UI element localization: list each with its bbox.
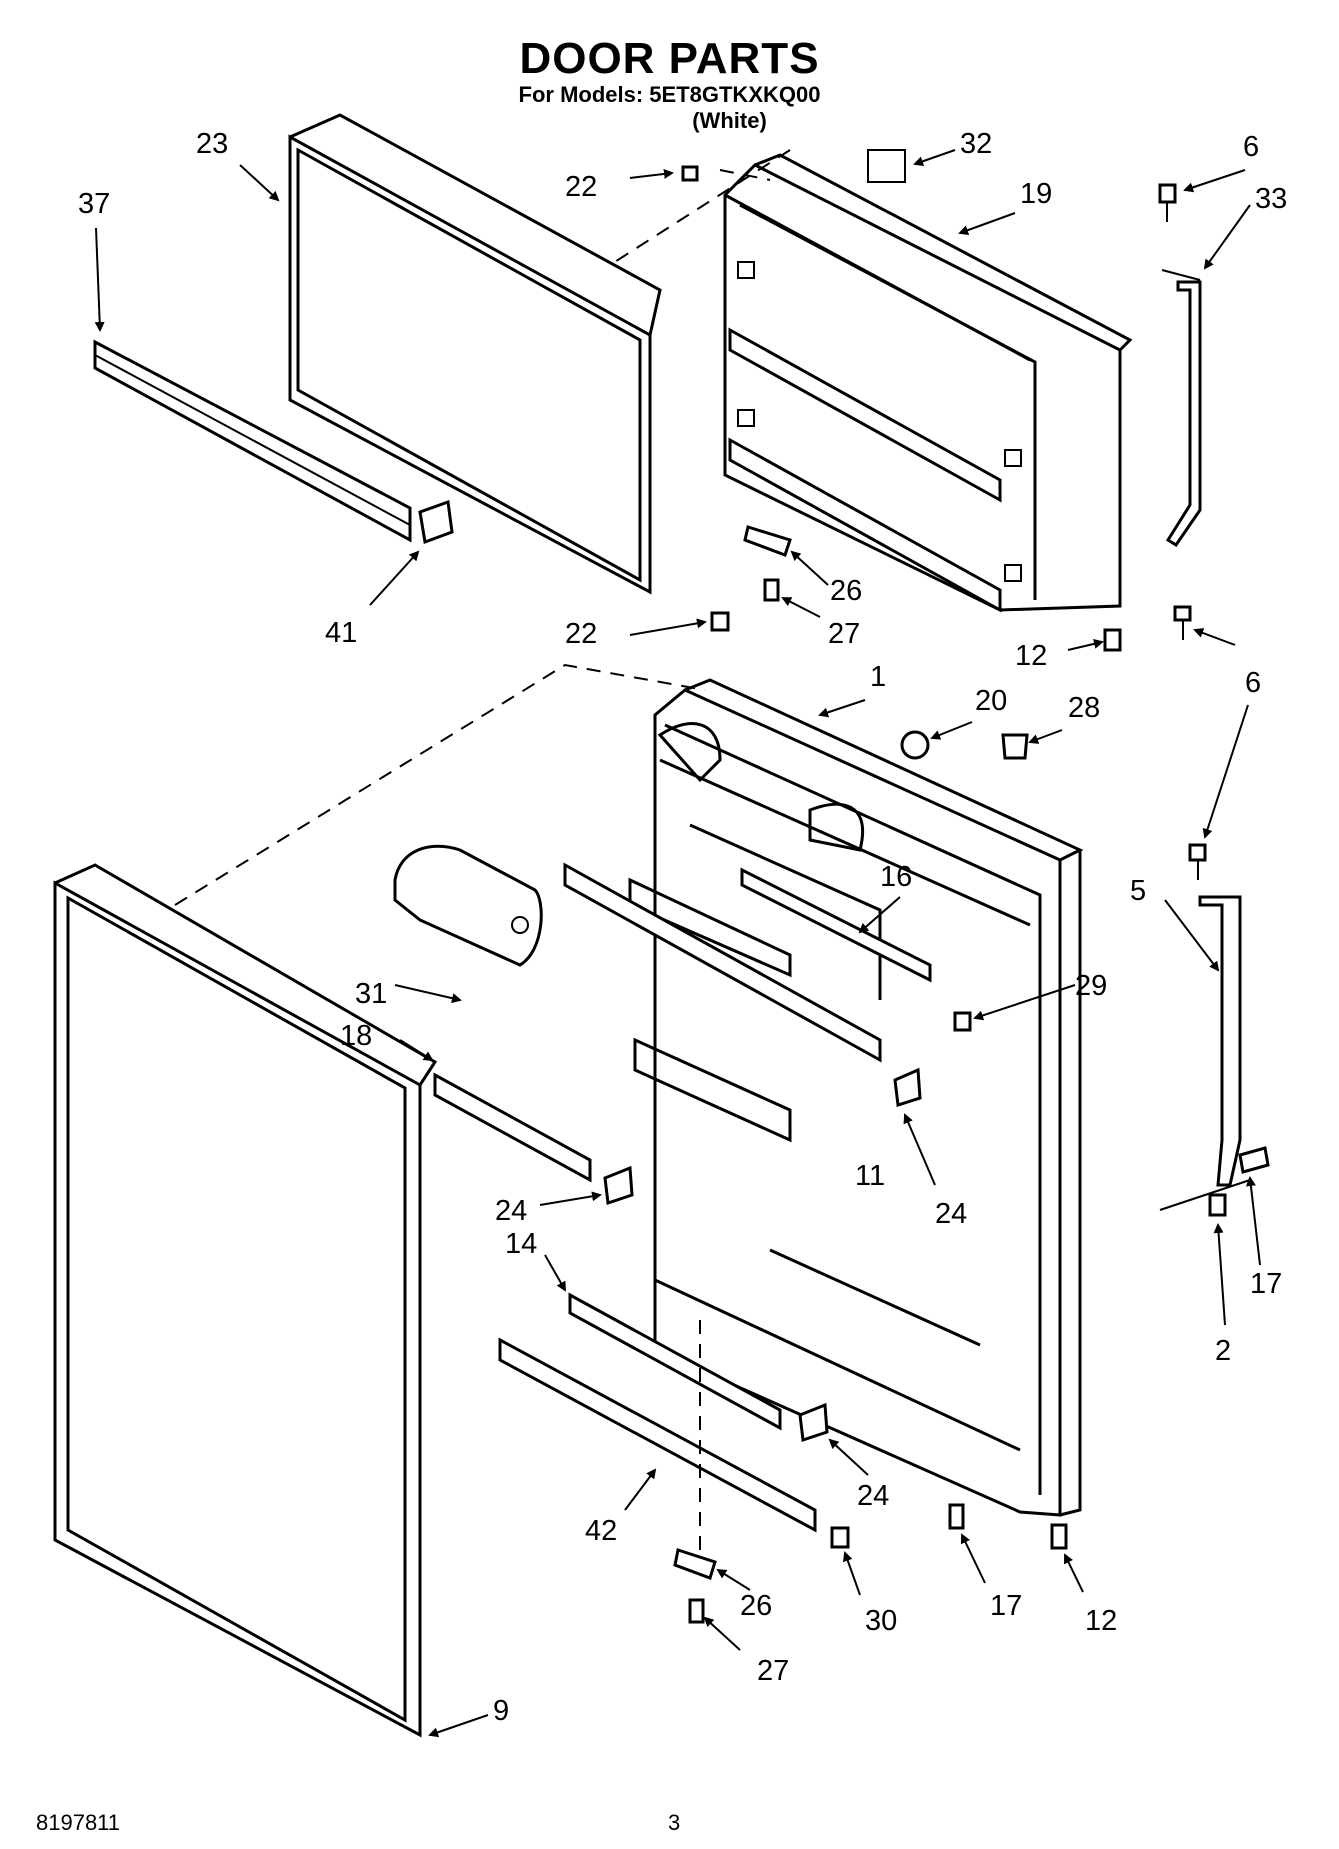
shelf-trim-11	[563, 862, 882, 1063]
screw-27-bottom	[688, 1598, 705, 1624]
cam-26-bottom	[673, 1548, 717, 1580]
clip-30	[830, 1526, 850, 1549]
callout-37: 37	[78, 188, 110, 220]
doc-number: 8197811	[36, 1810, 121, 1835]
callout-9: 9	[493, 1695, 509, 1727]
screw-6-bottom	[1173, 605, 1192, 640]
page-title: DOOR PARTS	[519, 34, 820, 83]
color-line: (White)	[692, 108, 767, 133]
shelf-trim-18	[433, 1072, 592, 1183]
callout-24-left: 24	[495, 1195, 527, 1227]
callout-30: 30	[865, 1605, 897, 1637]
callout-23: 23	[196, 128, 228, 160]
callout-16: 16	[880, 861, 912, 893]
plug-22-mid	[710, 611, 730, 632]
callout-1: 1	[870, 661, 886, 693]
callout-24-bottom: 24	[857, 1480, 889, 1512]
freezer-hinge	[1161, 269, 1202, 548]
callout-27-bottom: 27	[757, 1655, 789, 1687]
callout-arrows	[94, 149, 1261, 1738]
screw-6-top	[1158, 183, 1177, 222]
callout-5: 5	[1130, 875, 1146, 907]
callout-2: 2	[1215, 1335, 1231, 1367]
fresh-food-gasket	[53, 863, 438, 1738]
shelf-trim-42	[498, 1337, 817, 1533]
fresh-food-door-liner	[628, 678, 1084, 1517]
callout-28: 28	[1068, 692, 1100, 724]
callout-26-bottom: 26	[740, 1590, 772, 1622]
shelf-trim-14	[568, 1292, 782, 1431]
fresh-food-hinge	[1198, 895, 1242, 1187]
callout-6-top: 6	[1243, 131, 1259, 163]
callout-17-bottom: 17	[990, 1590, 1022, 1622]
bracket-2	[1208, 1193, 1227, 1217]
callout-41: 41	[325, 617, 357, 649]
callout-22-top: 22	[565, 171, 597, 203]
callout-12-bottom: 12	[1085, 1605, 1117, 1637]
callout-17-right: 17	[1250, 1268, 1282, 1300]
callout-14: 14	[505, 1228, 537, 1260]
screw-12-bottom	[1050, 1523, 1068, 1550]
screw-6-mid	[1188, 843, 1207, 880]
page-number: 3	[668, 1810, 681, 1835]
freezer-gasket	[288, 113, 662, 595]
dairy-door-31	[393, 844, 543, 967]
shelf-trim-16	[740, 867, 932, 983]
freezer-shelf-trim	[93, 339, 412, 543]
callout-18: 18	[340, 1020, 372, 1052]
plug-22-top	[681, 165, 699, 182]
callout-33: 33	[1255, 183, 1287, 215]
callout-26-top: 26	[830, 575, 862, 607]
callout-42: 42	[585, 1515, 617, 1547]
callout-20: 20	[975, 685, 1007, 717]
plug-28	[1001, 733, 1029, 760]
screw-17-bottom	[948, 1503, 965, 1530]
callout-12-top: 12	[1015, 640, 1047, 672]
models-line: For Models: 5ET8GTKXKQ00	[518, 82, 821, 107]
clip-29	[953, 1011, 972, 1032]
cam-26-top	[743, 525, 792, 557]
clip-24-a	[603, 1165, 634, 1206]
clip-24-b	[893, 1067, 922, 1107]
callout-6-mid: 6	[1245, 667, 1261, 699]
callout-31: 31	[355, 978, 387, 1010]
callout-32: 32	[960, 128, 992, 160]
callout-24-right: 24	[935, 1198, 967, 1230]
cam-20	[900, 730, 930, 760]
clip-41	[418, 499, 454, 545]
screw-12-top	[1103, 628, 1122, 652]
label-32	[867, 149, 906, 183]
screw-17-right	[1238, 1146, 1270, 1174]
screw-27-top	[763, 578, 780, 602]
callout-29: 29	[1075, 970, 1107, 1002]
callout-11: 11	[855, 1160, 885, 1192]
callout-19: 19	[1020, 178, 1052, 210]
freezer-door-liner	[723, 153, 1133, 613]
clip-24-c	[798, 1402, 829, 1443]
callout-22-mid: 22	[565, 618, 597, 650]
callout-labels: 23 37 41 22 32 19 6 33 26 27 22 12 1 20 …	[78, 128, 1287, 1727]
callout-27-top: 27	[828, 618, 860, 650]
